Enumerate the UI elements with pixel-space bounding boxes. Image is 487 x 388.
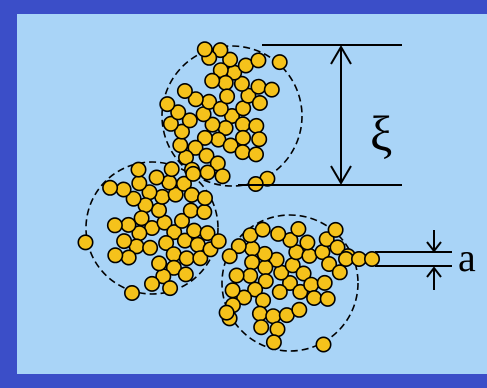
particle [145,277,159,291]
particle [212,234,226,248]
particle [117,234,131,248]
particle [152,256,166,270]
particle [180,251,194,265]
particle [78,235,92,249]
particle [236,117,250,131]
particle [179,267,193,281]
particle [219,305,233,319]
particle [271,227,285,241]
particle [236,131,250,145]
particle [200,165,214,179]
particle [252,132,266,146]
particle [198,191,212,205]
particle [304,278,318,292]
particle [245,242,259,256]
particle [365,252,379,266]
particle [167,247,181,261]
particle [307,291,321,305]
particle [273,285,287,299]
particle [249,147,263,161]
particles [78,42,379,352]
particle [270,322,284,336]
particle [245,255,259,269]
particle [253,96,267,110]
particle [121,218,135,232]
particle [173,138,187,152]
xi-label: ξ [370,105,392,161]
particle [333,265,347,279]
particle [122,250,136,264]
particle [256,222,270,236]
particle [253,306,267,320]
particle [265,82,279,96]
particle [291,222,305,236]
particle [225,283,239,297]
particle [134,211,148,225]
particle [292,303,306,317]
particle-size-dimension [375,230,452,290]
a-label: a [458,235,476,280]
particle [165,162,179,176]
particle [116,182,130,196]
particle [223,249,237,263]
particle [108,218,122,232]
particle [184,203,198,217]
particle [251,80,265,94]
particle [251,53,265,67]
particle [321,292,335,306]
particle [152,203,166,217]
particle [197,205,211,219]
particle [198,42,212,56]
particle [160,97,174,111]
particle [131,162,145,176]
particle [187,223,201,237]
particle [143,241,157,255]
particle [328,223,342,237]
particle [229,268,243,282]
particle [178,84,192,98]
particle [108,248,122,262]
particle [249,119,263,133]
particle [316,337,330,351]
particle [220,89,234,103]
particle [300,235,314,249]
particle [205,74,219,88]
particle [235,145,249,159]
particle [258,260,272,274]
particle [186,167,200,181]
particle [149,170,163,184]
particle [215,169,229,183]
particle [243,269,257,283]
particle [125,286,139,300]
particle [318,276,332,290]
particle [185,188,199,202]
particle [256,293,270,307]
particle [302,249,316,263]
particle [273,55,287,69]
particle [219,76,233,90]
particle [267,335,281,349]
particle [132,176,146,190]
particle [103,181,117,195]
particle [254,320,268,334]
particle [163,281,177,295]
